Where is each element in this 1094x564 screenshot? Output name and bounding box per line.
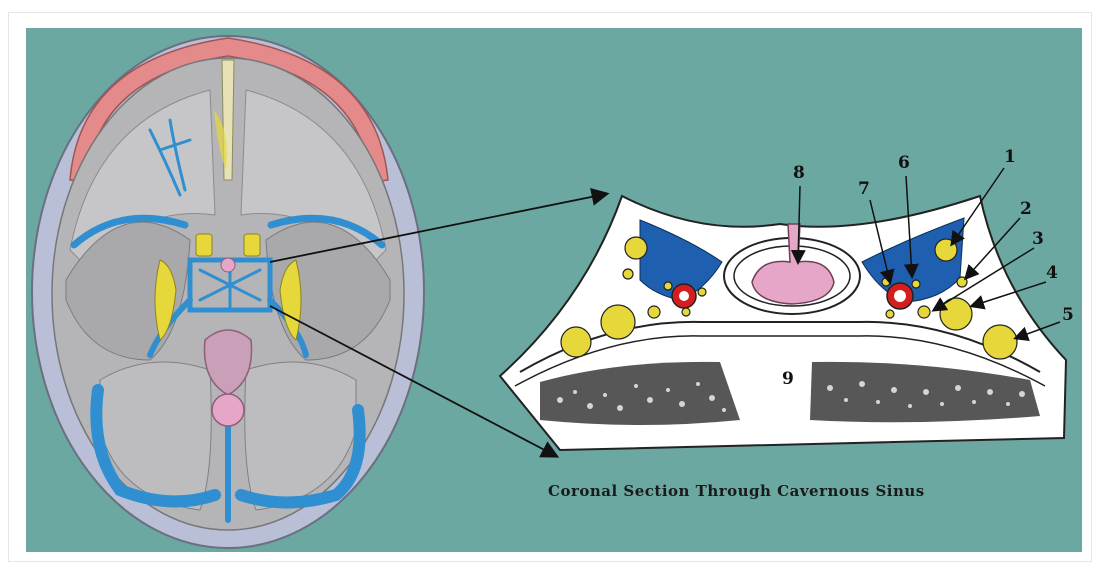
label-1: 1: [1004, 147, 1016, 167]
ophthalmic-nerve-left: [601, 305, 635, 339]
sympathetic-left-b: [698, 288, 706, 296]
skull-base: [32, 36, 424, 548]
label-7: 7: [858, 179, 870, 199]
label-3: 3: [1032, 229, 1044, 249]
maxillary-nerve-left: [561, 327, 591, 357]
label-2: 2: [1020, 199, 1032, 219]
anterior-clinoid-right: [244, 234, 260, 256]
figure-caption: Coronal Section Through Cavernous Sinus: [548, 482, 925, 500]
label-6: 6: [898, 153, 910, 173]
coronal-section: 8 7 6 1 2 3 4 5 9: [500, 147, 1074, 450]
internal-carotid-left-lumen: [679, 291, 689, 301]
internal-carotid-right-lumen: [894, 290, 906, 302]
label-4: 4: [1046, 263, 1058, 283]
label-8: 8: [793, 163, 805, 183]
trochlear-nerve-left: [623, 269, 633, 279]
anterior-clinoid-left: [196, 234, 212, 256]
trochlear-nerve-right: [957, 277, 967, 287]
label-9: 9: [782, 369, 794, 389]
label-5: 5: [1062, 305, 1074, 325]
abducens-nerve-left: [648, 306, 660, 318]
sympathetic-left-a: [664, 282, 672, 290]
sympathetic-right-c: [886, 310, 894, 318]
foramen-magnum: [212, 394, 244, 426]
abducens-nerve-right: [918, 306, 930, 318]
sympathetic-left-c: [682, 308, 690, 316]
maxillary-nerve-right: [983, 325, 1017, 359]
hypophysis: [221, 258, 235, 272]
oculomotor-nerve-left: [625, 237, 647, 259]
sympathetic-right-b: [912, 280, 920, 288]
